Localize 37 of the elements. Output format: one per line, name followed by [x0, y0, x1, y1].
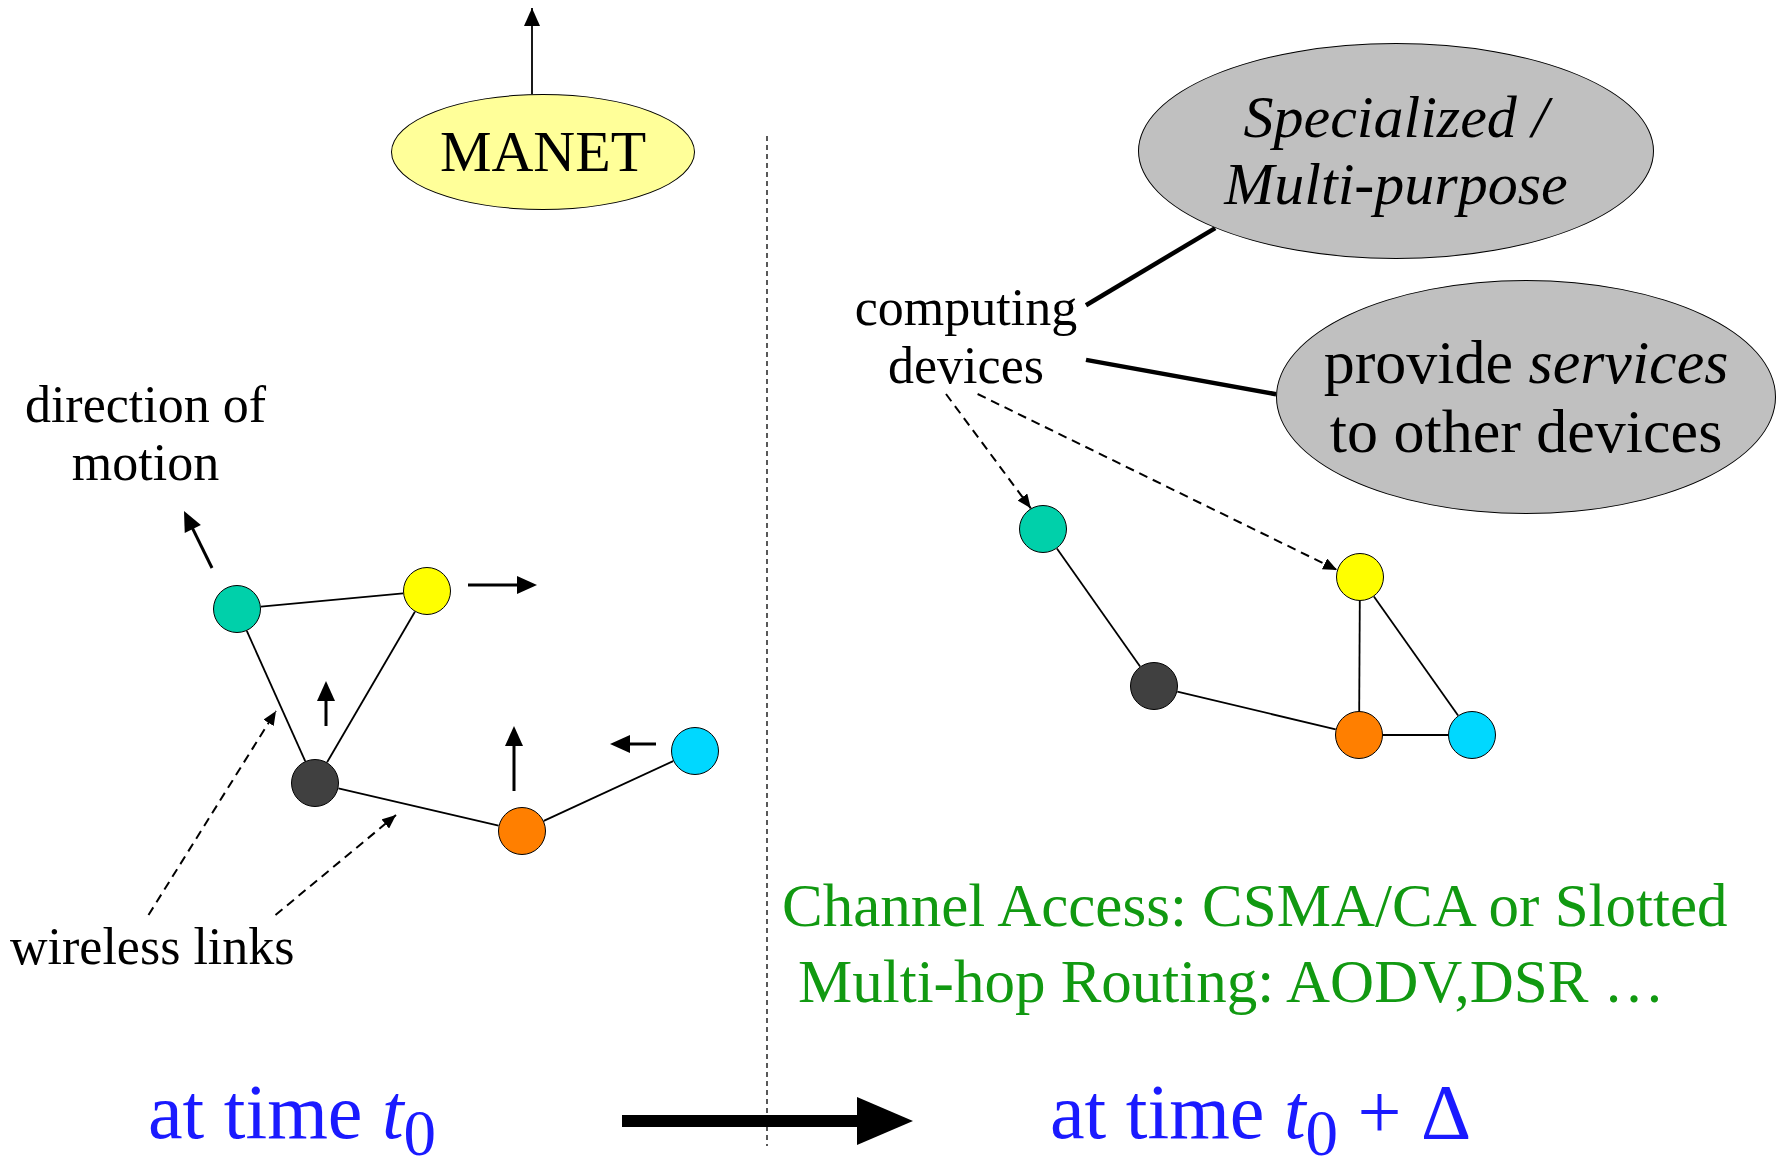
arrow: [524, 7, 540, 96]
link-line: [260, 592, 404, 608]
label-text: direction of motion: [23, 376, 268, 493]
leader-line: [147, 710, 277, 916]
label-text: Channel Access: CSMA/CA or Slotted: [782, 872, 1728, 941]
node-text: provide services to other devices: [1322, 327, 1730, 467]
node-circle: [1336, 553, 1384, 601]
dashed-arrow: [945, 393, 1032, 510]
node-circle: [291, 759, 339, 807]
node-circle: [498, 807, 546, 855]
node-text: computing devices: [853, 278, 1079, 396]
node-circle: [1130, 662, 1178, 710]
node-circle: [213, 585, 261, 633]
link-line: [542, 760, 675, 822]
label-text: Multi-hop Routing: AODV,DSR …: [798, 948, 1665, 1017]
dashed-arrow: [976, 393, 1339, 571]
node-text: Specialized / Multi-purpose: [1222, 83, 1569, 219]
node-text: MANET: [439, 119, 647, 185]
connector-line: [1084, 226, 1217, 308]
node-circle: [403, 567, 451, 615]
link-line: [1056, 547, 1141, 668]
node-circle: [1448, 711, 1496, 759]
link-line: [337, 787, 500, 827]
label-text: at time t$_{0}$ + Δ: [1050, 1068, 1472, 1157]
node-text: wireless links: [10, 917, 295, 977]
link-line: [1373, 595, 1459, 717]
node-circle: [1335, 711, 1383, 759]
node-circle: [671, 727, 719, 775]
link-line: [1358, 600, 1361, 712]
link-line: [1176, 690, 1337, 731]
label-text: at time t$_{0}$: [148, 1068, 437, 1157]
leader-line: [274, 814, 397, 916]
connector-line: [1085, 357, 1277, 397]
node-circle: [1019, 505, 1067, 553]
link-line: [1382, 734, 1449, 736]
link-line: [245, 630, 307, 762]
link-line: [326, 610, 416, 764]
